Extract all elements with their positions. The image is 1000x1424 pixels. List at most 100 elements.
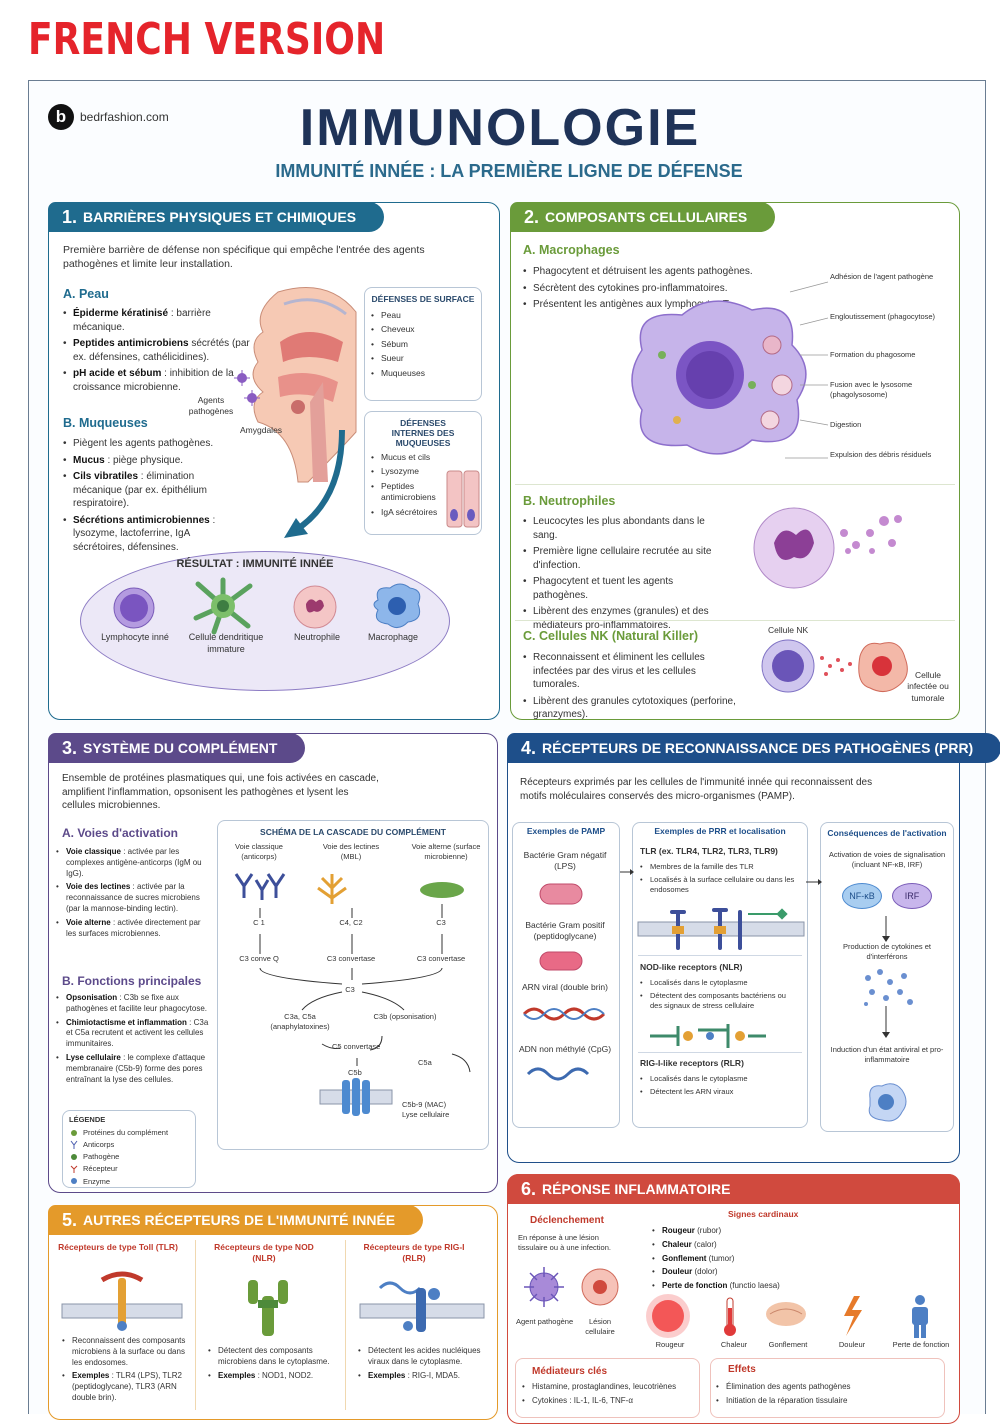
item-text: : C3a et C5a recrutent et activent les c…: [66, 1017, 209, 1049]
label-pathogens: Agents pathogènes: [188, 395, 234, 417]
list-item: Présentent les antigènes aux lymphocytes…: [523, 298, 773, 312]
s4-intro: Récepteurs exprimés par les cellules de …: [520, 777, 873, 802]
item-text: (calor): [691, 1239, 717, 1249]
page-subtitle: IMMUNITÉ INNÉE : LA PREMIÈRE LIGNE DE DÉ…: [275, 161, 743, 181]
list-item: Rougeur (rubor): [652, 1226, 792, 1237]
list-item: Localisés à la surface cellulaire ou dan…: [640, 875, 800, 895]
neutrophil-illustration: [753, 507, 902, 589]
conv-1: C3 conve Q: [239, 954, 279, 963]
nlr-illustration: [650, 1024, 766, 1048]
list-item: Localisés dans le cytoplasme: [640, 1074, 800, 1084]
phagocytosis-step: Expulsion des débris résiduels: [830, 450, 932, 459]
c5b-label: C5b: [348, 1068, 362, 1077]
list-item: Détectent des composants bactériens ou d…: [640, 991, 800, 1011]
list-item: Sécrétions antimicrobiennes : lysozyme, …: [63, 514, 243, 555]
pathway-label: Voie classique (anticorps): [235, 842, 283, 862]
surface-defenses-box: DÉFENSES DE SURFACE PeauCheveuxSébumSueu…: [364, 287, 482, 401]
list-item: Détectent des composants microbiens dans…: [208, 1346, 332, 1368]
list-item: Mucus : piège physique.: [63, 454, 243, 468]
sign-icon-label: Gonflement: [768, 1340, 808, 1349]
section-title: 1.BARRIÈRES PHYSIQUES ET CHIMIQUES: [48, 202, 385, 232]
list-item: Perte de fonction (functio laesa): [652, 1281, 792, 1292]
result-title: RÉSULTAT : IMMUNITÉ INNÉE: [176, 558, 334, 570]
list-item: pH acide et sébum : inhibition de la cro…: [63, 367, 253, 394]
list-item: Chaleur (calor): [652, 1240, 792, 1251]
list-item: Détectent les acides nucléiques viraux d…: [358, 1346, 482, 1368]
list-item: Élimination des agents pathogènes: [716, 1382, 936, 1393]
item-text: : activée par les complexes antigène-ant…: [66, 847, 202, 878]
tlr-membrane-illustration: [637, 908, 805, 950]
epithelium-icon: [446, 470, 480, 528]
item-bold: Douleur: [662, 1267, 693, 1277]
list-item: Phagocytent et tuent les agents pathogèn…: [523, 575, 723, 602]
item-text: : élimination mécanique (par ex. épithél…: [73, 471, 207, 509]
list-item: Douleur (dolor): [652, 1267, 792, 1278]
cardinal-signs-icons: [646, 1294, 928, 1338]
list-item: Mucus et cils: [371, 452, 445, 464]
macrophage-icon: [373, 583, 421, 628]
list-item: Voie classique : activée par les complex…: [56, 847, 212, 879]
irf-badge: IRF: [892, 883, 932, 909]
c5-convertase-label: C5 convertase: [332, 1042, 381, 1051]
conv-2: C3 convertase: [326, 954, 376, 963]
item-bold: pH acide et sébum: [73, 368, 162, 379]
label-tonsils: Amygdales: [240, 425, 283, 435]
receptor-list: Détectent des composants microbiens dans…: [208, 1346, 332, 1384]
item-text: : activée directement par les surfaces m…: [66, 917, 201, 938]
step-lines: [785, 281, 829, 459]
consequences-title: Conséquences de l'activation: [827, 828, 947, 838]
item-text: Détectent des composants microbiens dans…: [218, 1346, 330, 1366]
list-item: Exemples : TLR4 (LPS), TLR2 (peptidoglyc…: [62, 1371, 186, 1403]
list-item: Libèrent des granules cytotoxiques (perf…: [523, 695, 738, 722]
path-c1: C 1: [253, 918, 265, 927]
list-item: Détectent les ARN viraux: [640, 1087, 800, 1097]
item-bold: Cils vibratiles: [73, 471, 139, 482]
list-item: Voie alterne : activée directement par l…: [56, 918, 212, 940]
list-item: Exemples : NOD1, NOD2.: [208, 1371, 332, 1382]
item-text: Reconnaissent des composants microbiens …: [72, 1336, 186, 1367]
tlr-title: TLR (ex. TLR4, TLR2, TLR3, TLR9): [640, 846, 778, 856]
s3-intro: Ensemble de protéines plasmatiques qui, …: [62, 773, 379, 811]
cytokine-dots: [864, 969, 913, 1006]
consequence-antiviral: Induction d'un état antiviral et pro-inf…: [830, 1045, 944, 1065]
cell-label: Lymphocyte inné: [101, 632, 169, 642]
legend-item: Protéines du complément: [83, 1128, 169, 1137]
list-item: IgA sécrétoires: [371, 507, 445, 519]
item-bold: Exemples: [368, 1370, 406, 1380]
s3-b-title: B. Fonctions principales: [62, 974, 202, 988]
list-item: Première ligne cellulaire recrutée au si…: [523, 545, 723, 572]
list-item: Libèrent des enzymes (granules) et des m…: [523, 605, 723, 632]
trigger-text: En réponse à une lésion tissulaire ou à …: [518, 1233, 611, 1253]
opsonisation-label: C3b (opsonisation): [373, 1012, 437, 1021]
head-illustration: [252, 287, 357, 483]
item-text: : NOD1, NOD2.: [255, 1370, 314, 1380]
s2-a-title: A. Macrophages: [523, 243, 620, 257]
s2-c-title: C. Cellules NK (Natural Killer): [523, 629, 699, 643]
arrow-icons: [620, 869, 822, 885]
s2-b-title: B. Neutrophiles: [523, 494, 616, 508]
legend-item: Enzyme: [83, 1176, 111, 1186]
list-item: Cytokines : IL-1, IL-6, TNF-α: [522, 1396, 698, 1407]
item-text: : inhibition de la croissance microbienn…: [73, 368, 234, 393]
item-bold: Peptides antimicrobiens: [73, 338, 189, 349]
phagocytosis-step: Formation du phagosome: [830, 350, 916, 359]
item-bold: Chimiotactisme et inflammation: [66, 1017, 187, 1027]
activated-cell-icon: [868, 1083, 907, 1122]
item-text: (dolor): [692, 1267, 718, 1277]
phagocytosis-step: Engloutissement (phagocytose): [830, 312, 936, 321]
down-arrows: [882, 916, 890, 1038]
list-item: Exemples : RIG-I, MDA5.: [358, 1371, 482, 1382]
receptor-type-title: Récepteurs de type Toll (TLR): [58, 1242, 178, 1252]
pathway-label: Voie alterne (surface microbienne): [411, 842, 481, 862]
macrophage-phagocytosis-illustration: [631, 300, 807, 455]
pamp-gram-neg: Bactérie Gram négatif (LPS): [523, 850, 607, 872]
result-arrow-icon: [284, 429, 345, 538]
consequences-box: [820, 822, 954, 1132]
item-text: : TLR4 (LPS), TLR2 (peptidoglycane), TLR…: [72, 1371, 182, 1402]
list-item: Gonflement (tumor): [652, 1254, 792, 1265]
item-bold: Épiderme kératinisé: [73, 308, 169, 319]
list-item: Reconnaissent des composants microbiens …: [62, 1336, 186, 1368]
phagocytosis-step: Fusion avec le lysosome (phagolysosome): [830, 380, 913, 400]
